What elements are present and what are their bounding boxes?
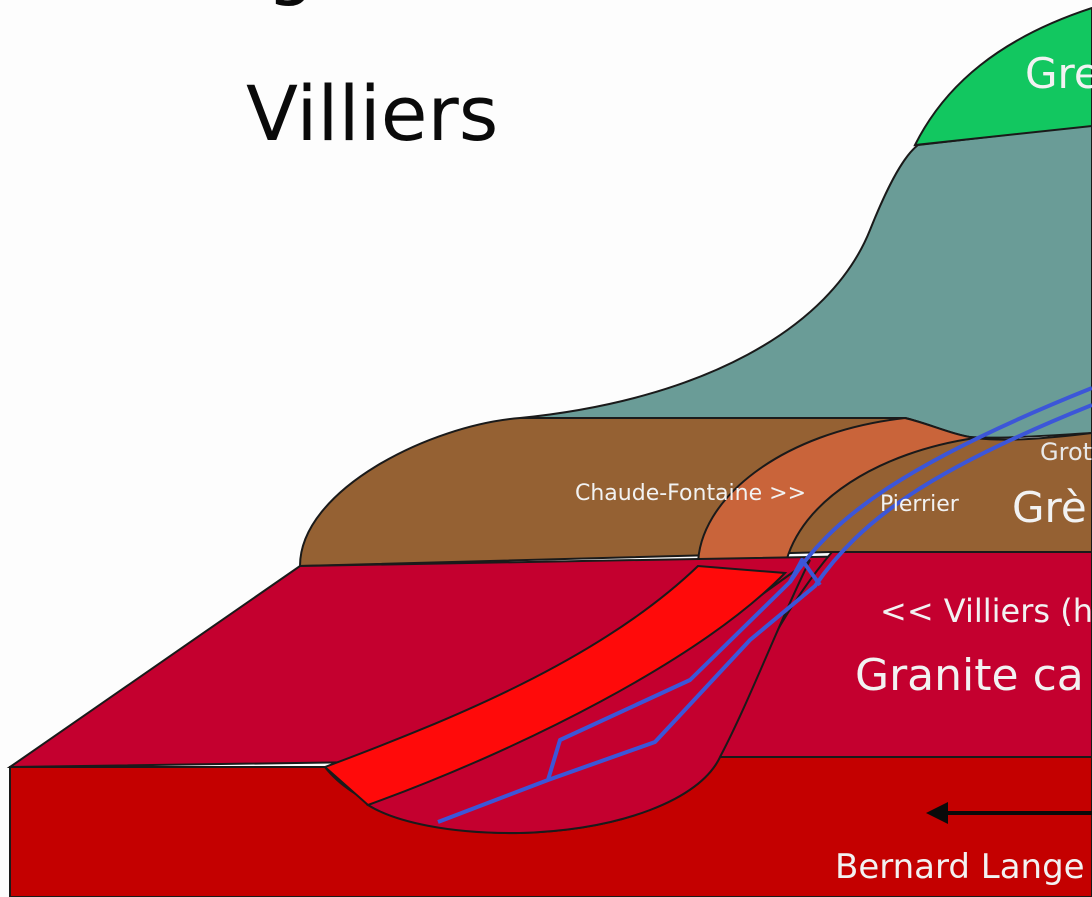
title-top-cut: ... g ... [170,0,412,8]
label-chaude-fontaine: Chaude-Fontaine >> [575,481,806,506]
teal-layer [519,123,1092,439]
arrow-left [926,802,1092,824]
water-line-1 [437,403,1092,824]
water-channels [437,386,1092,824]
bright-red-band [323,564,788,807]
orange-lens [696,416,976,567]
label-grot: Grot [1040,438,1092,466]
green-cap-layer [913,6,1092,147]
water-line-3 [788,558,822,587]
label-green-layer: Gre [1025,49,1092,98]
label-pierrier: Pierrier [880,492,960,517]
label-gres: Grè [1012,483,1087,532]
title-villiers: Villiers [246,69,498,158]
label-credit: Bernard Lange [835,847,1085,887]
label-villiers: << Villiers (h [880,592,1092,630]
label-granite: Granite ca [855,650,1084,701]
